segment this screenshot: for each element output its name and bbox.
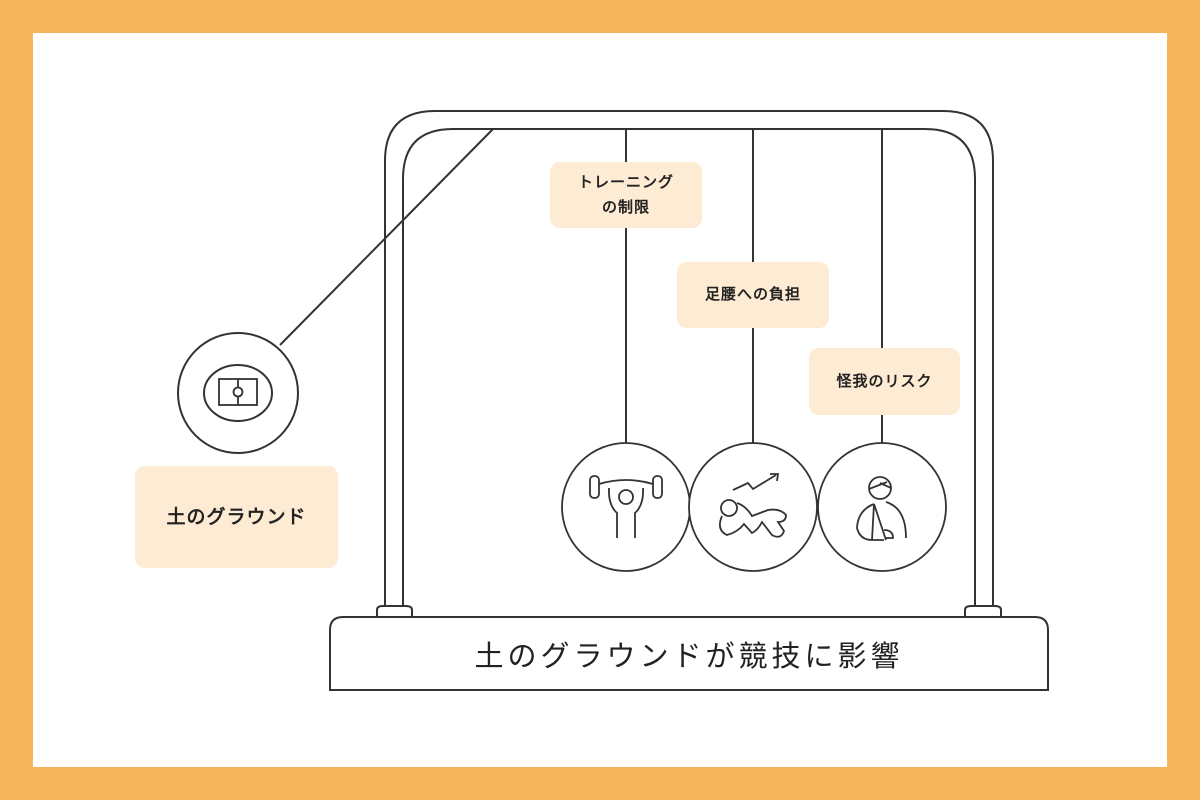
cradle-frame-outer bbox=[384, 110, 994, 612]
soccer-field-icon bbox=[177, 332, 299, 454]
label-injury-risk: 怪我のリスク bbox=[809, 348, 960, 415]
label-dirt-ground: 土のグラウンド bbox=[135, 466, 338, 568]
weightlifting-icon bbox=[561, 442, 691, 572]
frame-foot-right bbox=[964, 605, 1002, 617]
cradle-base bbox=[329, 616, 1049, 691]
injured-arm-sling-icon bbox=[817, 442, 947, 572]
exhausted-person-icon bbox=[688, 442, 818, 572]
cradle-frame-inner bbox=[402, 128, 976, 612]
base-caption: 土のグラウンドが競技に影響 bbox=[474, 638, 904, 673]
string-lifted bbox=[279, 128, 494, 346]
label-leg-strain: 足腰への負担 bbox=[677, 262, 829, 328]
frame-foot-left bbox=[376, 605, 413, 617]
label-training-limit: トレーニング の制限 bbox=[550, 162, 702, 228]
